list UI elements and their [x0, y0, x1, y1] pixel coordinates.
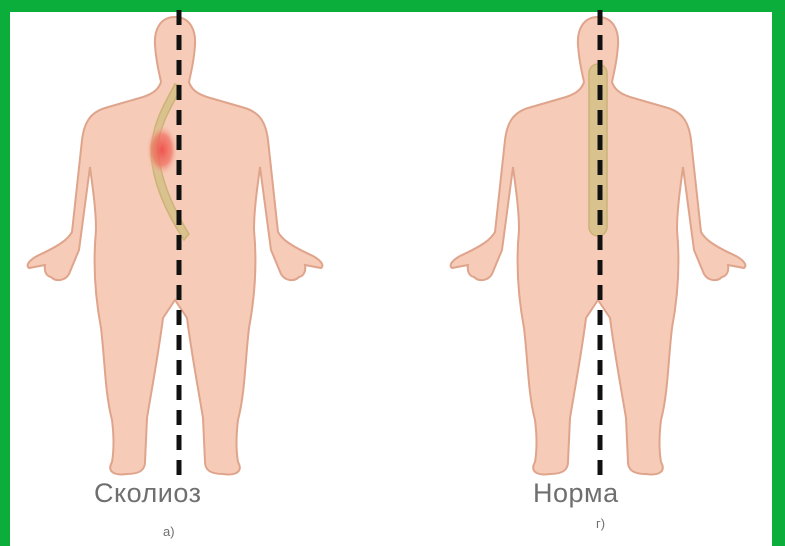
normal-figure — [451, 10, 746, 478]
scoliosis-sublabel: а) — [163, 524, 175, 539]
scoliosis-label: Сколиоз — [94, 478, 201, 509]
curvature-highlight — [146, 124, 178, 176]
normal-label: Норма — [533, 478, 619, 509]
scoliosis-figure — [28, 10, 323, 478]
normal-sublabel: г) — [596, 516, 605, 531]
